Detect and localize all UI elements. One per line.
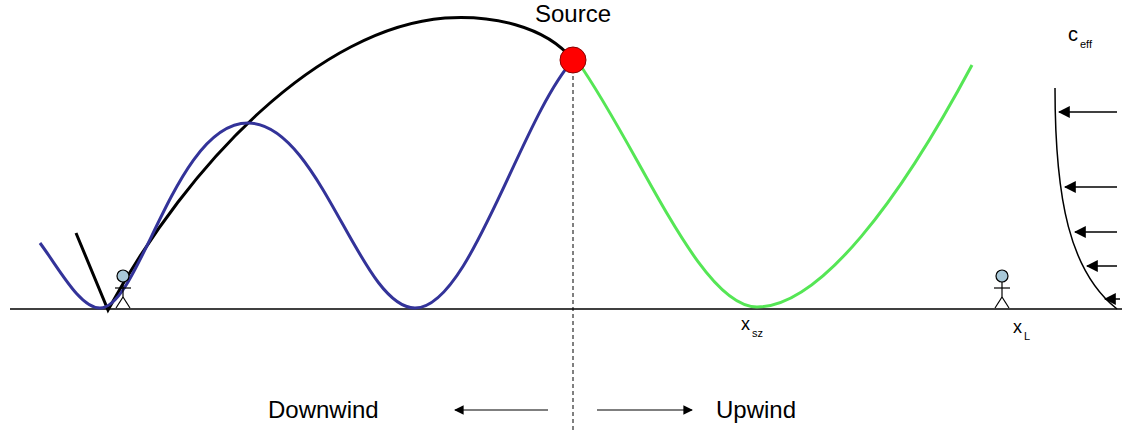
downwind-arrow: [455, 409, 548, 410]
direction-label: Upwind: [716, 398, 796, 422]
position-symbol: x: [1013, 318, 1022, 336]
position-symbol: x: [741, 315, 750, 333]
position-subscript: L: [1024, 331, 1030, 342]
source-dot: [560, 47, 586, 73]
listener-figure: [115, 270, 131, 308]
source-label: Source: [535, 2, 611, 26]
listener-figure: [994, 270, 1010, 308]
ray-black: [76, 17, 573, 310]
ceff-profile: [1055, 88, 1117, 309]
speed-symbol: c: [1068, 24, 1078, 44]
position-subscript: sz: [752, 328, 763, 339]
speed-subscript: eff: [1080, 39, 1092, 50]
upwind-arrow: [597, 409, 692, 410]
ray-blue: [40, 60, 573, 308]
source-axis: [573, 62, 574, 432]
ray-green: [578, 62, 972, 307]
wind-arrows: [1059, 112, 1120, 299]
direction-label: Downwind: [268, 398, 379, 422]
ground-line: [10, 308, 1122, 310]
